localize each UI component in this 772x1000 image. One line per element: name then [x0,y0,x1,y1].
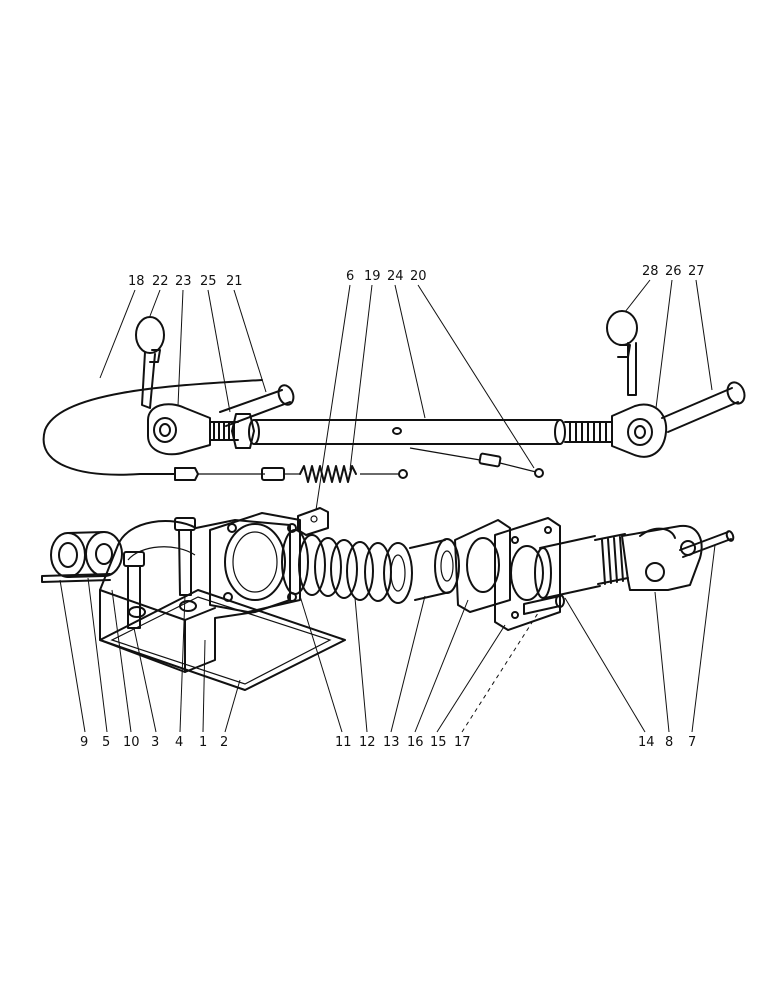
flange-plate-rear [454,519,511,613]
top-link-assembly [42,310,746,483]
right-pin [661,381,746,433]
left-pin [219,384,295,427]
callout-28: 28 [642,264,659,279]
cable-clip [478,452,502,468]
callout-22: 22 [152,274,169,289]
cable-spring [299,465,357,483]
lower-tube [534,533,629,599]
callout-19: 19 [364,269,381,284]
callout-8: 8 [665,735,673,750]
bottom-callouts: 9 5 10 3 4 1 2 11 12 13 16 15 17 14 8 7 [80,735,696,750]
callout-6: 6 [346,269,354,284]
cable-end-fitting [174,467,199,481]
top-callouts: 18 22 23 25 21 6 19 24 20 28 26 27 [128,264,705,289]
leader-lines [59,279,716,733]
lock-nut-left [231,413,255,449]
callout-27: 27 [688,264,705,279]
callout-24: 24 [387,269,404,284]
callout-15: 15 [430,735,447,750]
callout-21: 21 [226,274,243,289]
flange-plate-front [494,517,561,631]
callout-4: 4 [175,735,183,750]
spring-stack [281,529,413,604]
callout-3: 3 [151,735,159,750]
callout-1: 1 [199,735,207,750]
sleeve [409,538,460,601]
housing-bolt-long [174,517,196,596]
callout-10: 10 [123,735,140,750]
callout-13: 13 [383,735,400,750]
callout-11: 11 [335,735,352,750]
callout-12: 12 [359,735,376,750]
right-linch-pin [606,310,638,396]
callout-7: 7 [688,735,696,750]
callout-20: 20 [410,269,427,284]
right-ball-eye [611,403,668,458]
gasket [99,589,346,691]
cable-ball-end-2 [534,468,544,478]
right-thread [564,421,613,443]
callout-14: 14 [638,735,655,750]
callout-23: 23 [175,274,192,289]
clevis-fork [621,524,703,591]
left-linch-pin [135,316,165,409]
callout-16: 16 [407,735,424,750]
lug-pin [41,573,111,583]
callout-18: 18 [128,274,145,289]
cable [42,379,263,476]
callout-17: 17 [454,735,471,750]
clevis-lug [50,531,123,578]
left-thread [209,421,239,441]
top-link-tube [248,419,566,445]
cable-ball-end [398,469,408,479]
callout-5: 5 [102,735,110,750]
left-ball-eye [147,403,211,456]
callout-9: 9 [80,735,88,750]
cable-ferrule [261,467,285,481]
callout-2: 2 [220,735,228,750]
callout-25: 25 [200,274,217,289]
housing-assembly [41,507,346,691]
callout-26: 26 [665,264,682,279]
clevis-pin [679,531,732,558]
